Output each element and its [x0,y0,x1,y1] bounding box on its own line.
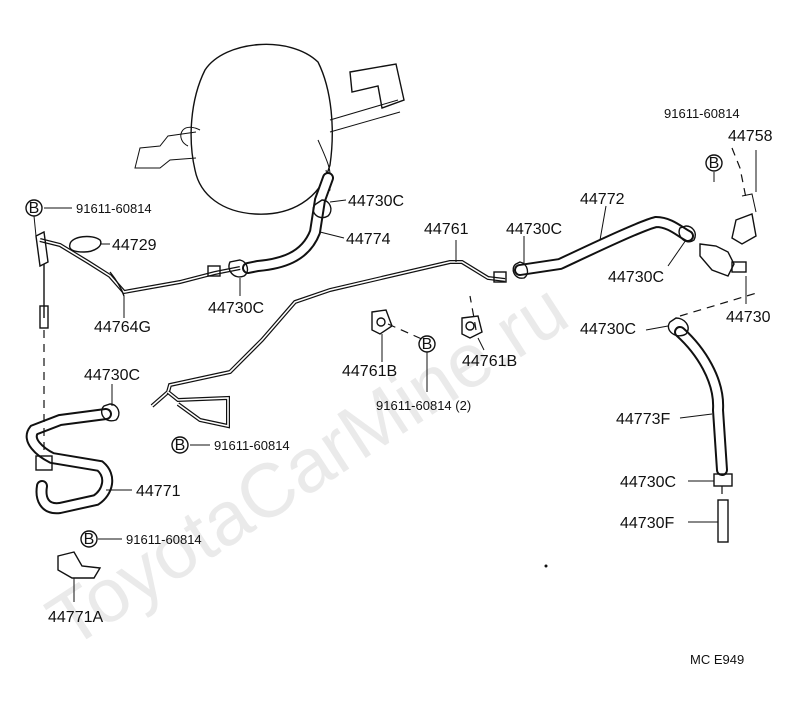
label-44730: 44730 [726,309,771,326]
brackets-44761b [371,295,483,341]
leader-lines [33,150,757,602]
hose-44774 [242,172,334,274]
svg-text:B: B [422,336,433,353]
label-44764g: 44764G [94,319,151,336]
grommet-44729 [68,235,102,253]
label-clamp-right-lower: 44730C [580,321,636,338]
label-bolt-top-left: 91611-60814 [76,201,152,216]
label-44772: 44772 [580,191,625,208]
clamp-group-left [228,199,332,278]
label-clamp-bottom-right: 44730C [620,474,676,491]
hose-44773f [667,291,761,543]
label-clamp-center: 44730C [506,221,562,238]
label-44771: 44771 [136,483,181,500]
svg-text:B: B [84,531,95,548]
label-44771a: 44771A [48,609,103,626]
bolt-symbol-left-mid: B [171,436,189,454]
stray-dot [544,564,548,568]
label-clamp-left: 44730C [84,367,140,384]
label-bolt-top-right: 91611-60814 [664,106,740,121]
label-clamp-left-mid: 44730C [208,300,264,317]
label-44758: 44758 [728,128,773,145]
hose-44771 [25,330,120,515]
check-valve-44730 [699,147,757,277]
label-clamp-top-center: 44730C [348,193,404,210]
pipe-44764g [35,230,241,329]
pipe-44761 [150,260,507,429]
diagram-code: MC E949 [690,652,744,667]
label-44761b-right: 44761B [462,353,517,370]
svg-text:B: B [175,437,186,454]
label-44730f: 44730F [620,515,674,532]
label-44761b-left: 44761B [342,363,397,380]
label-44773f: 44773F [616,411,670,428]
label-44774: 44774 [346,231,391,248]
label-44729: 44729 [112,237,157,254]
bolt-symbol-top-right: B [705,154,723,172]
label-44761: 44761 [424,221,469,238]
bracket-44771a [57,551,102,579]
label-clamp-right: 44730C [608,269,664,286]
bolt-symbol-top-left: B [25,199,43,217]
label-bolt-bottom-left: 91611-60814 [126,532,202,547]
label-bolt-center: 91611-60814 (2) [376,398,471,413]
part-labels: 91611-60814 44729 44764G 44730C 44730C 4… [48,106,773,667]
svg-text:B: B [709,155,720,172]
brake-booster-outline [134,43,405,215]
bolt-symbol-bottom-left: B [80,530,98,548]
label-bolt-left-mid: 91611-60814 [214,438,290,453]
svg-text:B: B [29,200,40,217]
